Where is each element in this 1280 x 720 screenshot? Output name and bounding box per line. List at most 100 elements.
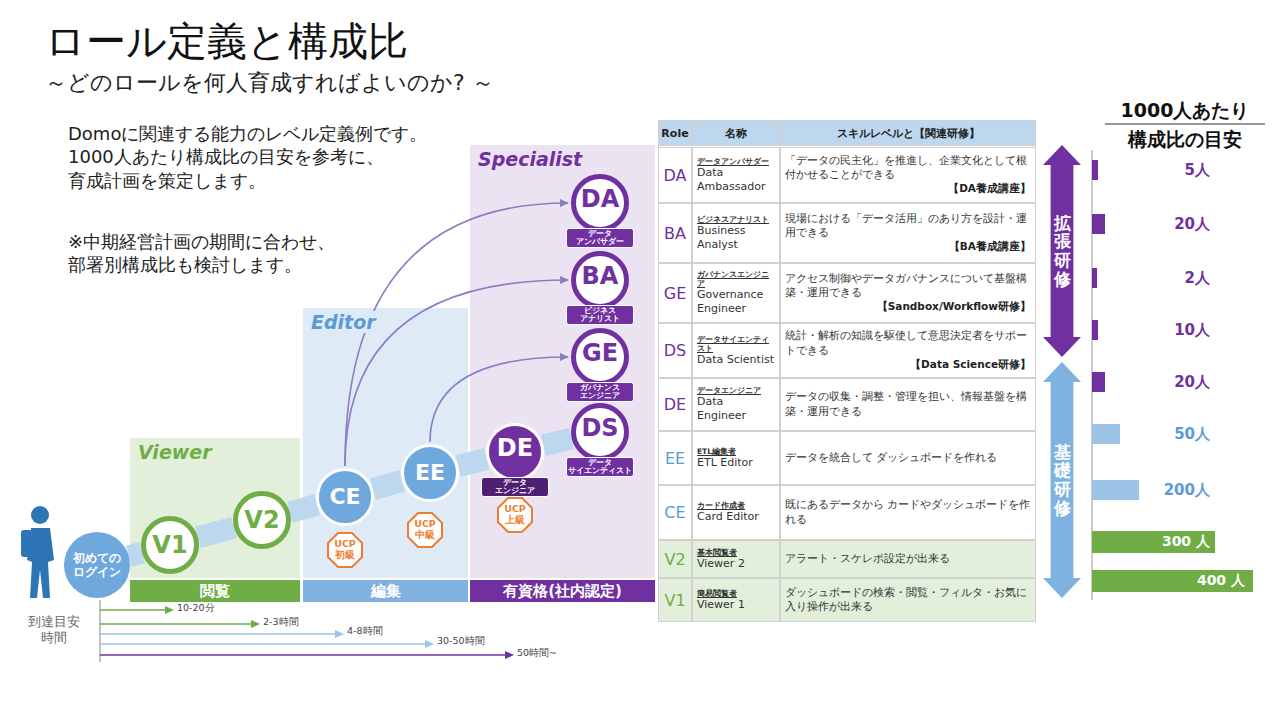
role-name-en: Business Analyst [697, 224, 775, 252]
category-name: 閲覧 [200, 582, 230, 601]
role-code: BA [659, 224, 691, 243]
table-cell: Role [658, 120, 692, 146]
level-circle: 初めての ログイン [64, 532, 130, 598]
level-code: EE [415, 460, 445, 486]
table-cell: ガバナンスエンジニアGovernance Engineer [692, 263, 780, 323]
table-header: Role [661, 127, 689, 140]
table-header: スキルレベルと【関連研修】 [783, 126, 1033, 141]
career-arrow [345, 203, 568, 466]
label: 20人 [1135, 215, 1210, 234]
role-name-ja: 簡易閲覧者 [697, 589, 775, 598]
table-cell: データサイエンティストData Scientist [692, 323, 780, 378]
region-heading: Specialist [475, 148, 585, 170]
table-header: 名称 [695, 126, 777, 141]
table-cell: EE [658, 431, 692, 485]
table-cell: CE [658, 485, 692, 540]
table-cell: データの収集・調整・管理を担い、情報基盤を構築・運用できる [780, 378, 1036, 431]
role-name-en: Data Scientist [697, 353, 775, 367]
progress-band [543, 439, 572, 446]
role-code: DE [479, 433, 551, 463]
category-bar: 編集 [303, 580, 468, 602]
label: 5人 [1135, 161, 1210, 180]
skill-description: アクセス制御やデータガバナンスについて基盤構築・運用できる [785, 272, 1031, 301]
label: 20人 [1135, 373, 1210, 392]
level-code: V1 [152, 531, 187, 560]
label: 200人 [1135, 481, 1210, 500]
level-circle: EE [401, 444, 459, 502]
title: ロール定義と構成比 [45, 14, 408, 69]
training-name: 基礎研修 [1054, 443, 1071, 518]
role-name-ja: 基本閲覧者 [697, 548, 775, 557]
role-badge: GEガバナンス エンジニア [564, 328, 636, 402]
table-cell: データエンジニアData Engineer [692, 378, 780, 431]
table-cell: 「データの民主化」を推進し、企業文化として根付かせることができる【DA養成講座】 [780, 147, 1036, 203]
badge-ribbon: データ エンジニア [481, 477, 549, 498]
role-badge: DS データ サイエンティスト [564, 403, 636, 477]
role-name-en: Viewer 2 [697, 557, 775, 571]
role-code: EE [659, 449, 691, 468]
label: 50時間~ [517, 647, 557, 660]
progress-band [198, 528, 234, 538]
table-cell: 既にあるデータから カードやダッシュボードを作れる [780, 485, 1036, 540]
region: ViewerV1V2 [130, 438, 300, 578]
role-name-en: Data Ambassador [697, 166, 775, 194]
role-code: CE [659, 503, 691, 522]
progress-band [458, 459, 487, 466]
role-name-ja: ETL編集者 [697, 447, 775, 456]
level-circle: V2 [233, 491, 291, 549]
badge-ribbon: データ サイエンティスト [566, 457, 634, 478]
role-code: DS [659, 341, 691, 360]
label: ～どのロールを何人育成すればよいのか? ～ [45, 68, 494, 98]
training-name: 拡張研修 [1054, 214, 1071, 289]
label: 300 人 [1135, 533, 1210, 551]
timeline-arrows [100, 606, 514, 659]
training-arrow: 拡張研修 [1043, 145, 1081, 357]
table-cell: ダッシュボードの検索・閲覧・フィルタ・お気に入り操作が出来る [780, 578, 1036, 622]
label: 2人 [1135, 269, 1210, 288]
label: 10人 [1135, 321, 1210, 340]
table-cell: ETL編集者ETL Editor [692, 431, 780, 485]
role-code: DS [564, 413, 636, 443]
role-name-en: Card Editor [697, 510, 775, 524]
badge-ribbon: データ アンバサダー [566, 228, 634, 249]
training-arrow: 基礎研修 [1043, 362, 1081, 598]
octagon-shape [328, 533, 362, 567]
role-code: V2 [659, 550, 691, 569]
skill-description: 「データの民主化」を推進し、企業文化として根付かせることができる [785, 154, 1031, 183]
level-circle: V1 [141, 516, 199, 574]
label: 30-50時間 [437, 635, 485, 648]
role-code: DA [659, 166, 691, 185]
skill-description: アラート・スケレポ設定が出来る [785, 552, 1031, 566]
ucp-badge: UCP 初級 [327, 532, 363, 568]
octagon-shape [498, 498, 532, 532]
category-bar: 閲覧 [130, 580, 300, 602]
ucp-level: UCP 初級 [327, 539, 363, 561]
label: 10-20分 [177, 602, 215, 615]
label: 到達目安 時間 [14, 614, 94, 647]
label: 50人 [1135, 425, 1210, 444]
skill-description: 既にあるデータから カードやダッシュボードを作れる [785, 498, 1031, 527]
category-name: 有資格(社内認定) [503, 582, 622, 601]
skill-description: 現場における「データ活用」のあり方を設計・運用できる [785, 212, 1031, 241]
skill-description: ダッシュボードの検索・閲覧・フィルタ・お気に入り操作が出来る [785, 586, 1031, 615]
course-name: 【Data Science研修】 [785, 358, 1031, 372]
table-cell: 基本閲覧者Viewer 2 [692, 540, 780, 578]
course-name: 【Sandbox/Workflow研修】 [785, 300, 1031, 314]
walker-figure [21, 506, 54, 598]
role-name-ja: ビジネスアナリスト [697, 215, 775, 224]
double-arrow [1043, 145, 1081, 357]
table-cell: 簡易閲覧者Viewer 1 [692, 578, 780, 622]
table-cell: 現場における「データ活用」のあり方を設計・運用できる【BA養成講座】 [780, 203, 1036, 263]
ucp-badge: UCP 中級 [407, 512, 443, 548]
progress-band [129, 553, 142, 557]
role-name-ja: データエンジニア [697, 386, 775, 395]
table-cell: 名称 [692, 120, 780, 146]
label: 4-8時間 [347, 625, 383, 638]
role-badge: DE データ エンジニア [479, 423, 551, 497]
label: 構成比の目安 [1095, 127, 1275, 153]
table-cell: DE [658, 378, 692, 431]
table-cell: 統計・解析の知識を駆使して意思決定者をサポートできる【Data Science研… [780, 323, 1036, 378]
bar-chart [1092, 160, 1253, 592]
table-cell: ビジネスアナリストBusiness Analyst [692, 203, 780, 263]
